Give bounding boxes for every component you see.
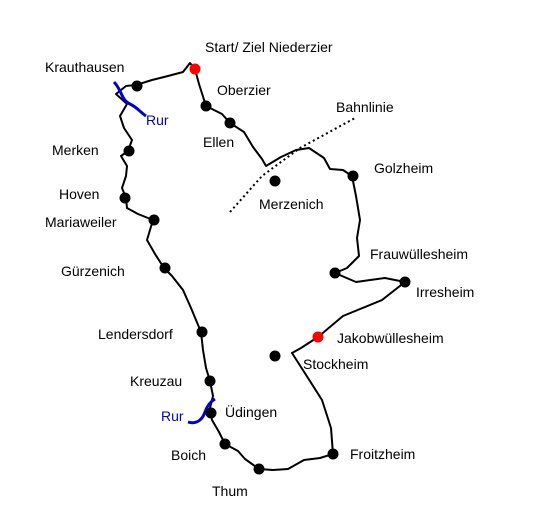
stop-marker-kreuzau (204, 375, 216, 387)
label-krauthausen: Krauthausen (45, 59, 124, 75)
label-lendersdorf: Lendersdorf (98, 326, 173, 342)
label-stockheim: Stockheim (303, 356, 368, 372)
stop-marker-oberzier (200, 100, 212, 112)
stop-marker-frauwuellesheim (329, 267, 341, 279)
label-hoven: Hoven (59, 186, 99, 202)
label-rur-north: Rur (146, 112, 169, 128)
label-uedingen: Üdingen (225, 403, 277, 420)
stop-marker-boich (219, 438, 231, 450)
stop-marker-ellen (224, 117, 236, 129)
stop-marker-uedingen (205, 407, 217, 419)
label-start: Start/ Ziel Niederzier (205, 39, 333, 55)
label-jakobwuellesheim: Jakobwüllesheim (337, 330, 444, 346)
label-kreuzau: Kreuzau (130, 373, 182, 389)
label-thum: Thum (212, 483, 248, 499)
stop-marker-jakobwuellesheim (312, 331, 324, 343)
stop-marker-hoven (119, 192, 131, 204)
stop-marker-irresheim (399, 276, 411, 288)
stop-marker-merken (123, 145, 135, 157)
label-oberzier: Oberzier (217, 82, 271, 98)
stop-marker-niederzier (189, 63, 201, 75)
stop-marker-lendersdorf (196, 326, 208, 338)
label-guerzenich: Gürzenich (61, 263, 125, 279)
stop-marker-merzenich (269, 175, 281, 187)
label-ellen: Ellen (203, 134, 234, 150)
label-merken: Merken (52, 142, 99, 158)
stop-marker-froitzheim (327, 448, 339, 460)
label-rur-south: Rur (161, 408, 184, 424)
stop-marker-krauthausen (131, 80, 143, 92)
label-merzenich: Merzenich (259, 196, 324, 212)
rur-river-north (112, 80, 147, 118)
stop-marker-thum (253, 463, 265, 475)
stop-marker-golzheim (347, 170, 359, 182)
stop-marker-mariaweiler (148, 214, 160, 226)
label-froitzheim: Froitzheim (350, 446, 415, 462)
stop-marker-guerzenich (159, 262, 171, 274)
railway-line (229, 117, 356, 213)
label-golzheim: Golzheim (374, 160, 433, 176)
label-frauwuellesheim: Frauwüllesheim (370, 246, 468, 262)
rur-river-south (187, 397, 216, 425)
stop-marker-stockheim (269, 350, 281, 362)
label-bahnlinie: Bahnlinie (336, 99, 394, 115)
label-mariaweiler: Mariaweiler (45, 214, 117, 230)
label-boich: Boich (171, 447, 206, 463)
label-irresheim: Irresheim (416, 284, 474, 300)
